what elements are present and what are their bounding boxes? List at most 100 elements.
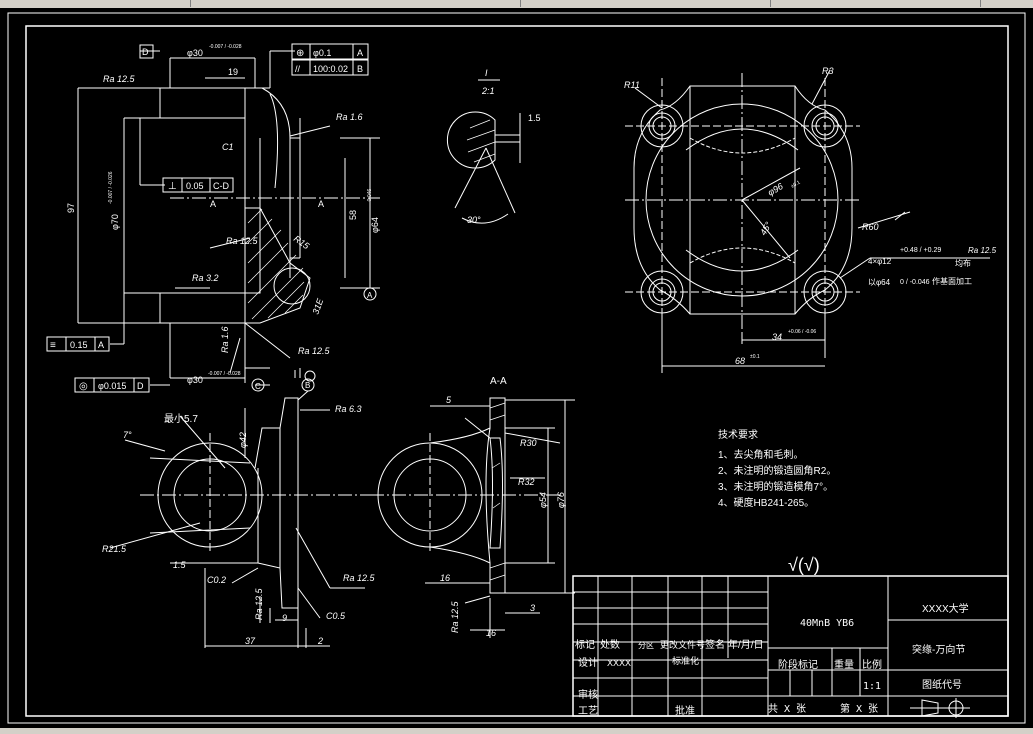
perpendicularity-value: 0.05 (186, 181, 204, 191)
detail-id: I (485, 68, 488, 78)
general-roughness-symbol: √(√) (788, 555, 820, 575)
material: 40MnB YB6 (800, 618, 854, 629)
position-value: φ0.1 (313, 48, 331, 58)
dim-34-tol: +0.06 / -0.06 (788, 329, 816, 335)
r30: R30 (520, 438, 537, 448)
min-5.7: 最小5.7 (164, 413, 198, 425)
datum-b: B (305, 381, 310, 390)
dia-96-tol: ±0.1 (790, 180, 802, 190)
finish-note: 作基面加工 (932, 276, 972, 286)
holes-4x12: 4×φ12 (868, 257, 892, 266)
symmetry-symbol: ≡ (50, 340, 56, 351)
drawing-code-label: 图纸代号 (922, 678, 962, 691)
header-mark: 标记 (575, 639, 595, 651)
tech-req-title: 技术要求 (718, 428, 758, 441)
header-zone: 分区 (638, 641, 654, 650)
datum-d: D (142, 47, 149, 57)
dim-16-a: 16 (440, 573, 450, 583)
scale-label: 比例 (862, 658, 882, 671)
angle-7: 7° (123, 430, 132, 440)
dim-37: 37 (245, 636, 256, 646)
title-block-text: 40MnB YB6 XXXX大学 突缘-万向节 图纸代号 标记 处数 分区 更改… (575, 602, 969, 717)
sheet-number: 第 X 张 (840, 702, 878, 715)
chamfer-c1: C1 (222, 142, 234, 152)
r15: R15 (292, 233, 312, 251)
app-toolbar-strip (0, 0, 1033, 8)
status-strip (0, 728, 1033, 734)
perpendicularity-symbol: ⊥ (168, 181, 177, 192)
r11: R11 (624, 80, 640, 90)
flange-labels: R11 R3 φ96 ±0.1 R60 45° 4×φ12 +0.48 / +0… (624, 66, 997, 366)
section-marker-a-right: A (318, 199, 324, 209)
concentricity-symbol: ◎ (79, 381, 88, 392)
technical-requirements: 技术要求 1、去尖角和毛刺。 2、未注明的锻造圆角R2。 3、未注明的锻造模角7… (718, 428, 836, 575)
ra-6.3: Ra 6.3 (335, 404, 362, 414)
dim-19: 19 (228, 67, 238, 77)
dia-70: φ70 (110, 214, 120, 230)
dia-42: φ42 (238, 432, 248, 448)
toolbar-segment[interactable] (770, 0, 981, 7)
design-label: 设计 (578, 656, 598, 669)
dia-64: φ64 (370, 217, 380, 233)
toolbar-segment[interactable] (520, 0, 771, 7)
process-label: 工艺 (578, 705, 598, 717)
dim-68-tol: ±0.1 (750, 354, 760, 360)
dia-54: φ54 (538, 492, 548, 508)
side-ra-12.5-a: Ra 12.5 (254, 587, 264, 620)
concentricity-value: φ0.015 (98, 381, 126, 391)
toolbar-segment[interactable] (190, 0, 521, 7)
datum-a: A (367, 291, 373, 300)
designer-name: XXXX (607, 658, 631, 668)
dim-16-b: 16 (486, 628, 496, 638)
evenly-distributed: 均布 (955, 258, 971, 268)
dim-9: 9 (282, 613, 287, 623)
tech-req-item: 1、去尖角和毛刺。 (718, 448, 804, 461)
with-dia-64: 以φ64 (868, 278, 891, 287)
dim-68: 68 (735, 356, 745, 366)
perpendicularity-datum: C-D (213, 181, 229, 191)
section-ra-12.5: Ra 12.5 (450, 600, 460, 633)
scale-value: 1:1 (863, 681, 881, 692)
side-ra-12.5-b: Ra 12.5 (343, 573, 376, 583)
side-view-labels: 7° 最小5.7 φ42 Ra 6.3 B R21.5 1.5 C0.2 Ra … (102, 381, 376, 646)
tech-req-item: 2、未注明的锻造圆角R2。 (718, 464, 836, 477)
dim-34: 34 (772, 332, 782, 342)
toolbar-segment[interactable] (0, 0, 191, 7)
dia-70-tol: -0.007 / -0.026 (108, 171, 114, 204)
section-title: A-A (490, 376, 507, 387)
ra-12.5-mid: Ra 12.5 (226, 236, 259, 246)
dim-1.5: 1.5 (173, 560, 187, 570)
shaft-tol-bottom: -0.007 / -0.028 (208, 371, 241, 377)
ra-1.6: Ra 1.6 (336, 112, 363, 122)
flange-ra-12.5: Ra 12.5 (968, 246, 997, 255)
cad-drawing-canvas[interactable]: D φ30 -0.007 / -0.028 19 Ra 12.5 Ra 1.6 … (0, 8, 1033, 728)
symmetry-datum: A (98, 340, 104, 350)
detail-labels: I 2:1 1.5 30° (467, 68, 541, 225)
with-dia-64-tol: 0 / -0.046 (900, 279, 930, 286)
angle-label: 31E (310, 296, 325, 315)
r3: R3 (822, 66, 834, 76)
title-block (572, 575, 1009, 718)
dim-2: 2 (317, 636, 323, 646)
parallelism-value: 100:0.02 (313, 64, 348, 74)
chamfer-c0.2: C0.2 (207, 575, 226, 585)
dia-76: φ76 (556, 492, 566, 508)
parallelism-datum: B (357, 64, 363, 74)
outer-border (7, 12, 1026, 724)
shaft-tol-top: -0.007 / -0.028 (209, 44, 242, 50)
chamfer-c0.5: C0.5 (326, 611, 346, 621)
tech-req-item: 3、未注明的锻造模角7°。 (718, 480, 833, 493)
drawing-frame (25, 25, 1009, 717)
university-name: XXXX大学 (922, 602, 969, 615)
standardization-label: 标准化 (672, 655, 699, 666)
ra-12.5-top: Ra 12.5 (103, 74, 136, 84)
dim-5: 5 (446, 395, 452, 405)
header-change-doc: 更改文件号 (660, 639, 705, 650)
parallelism-symbol: // (295, 64, 301, 74)
ra-12.5-lower: Ra 12.5 (298, 346, 331, 356)
ra-1.6-lower: Ra 1.6 (220, 326, 230, 353)
dim-97: 97 (66, 203, 76, 213)
dim-58: 58 (348, 210, 358, 220)
symmetry-value: 0.15 (70, 340, 88, 350)
section-labels: A-A 5 R30 R32 φ54 φ76 16 3 Ra 12.5 16 (440, 376, 566, 638)
